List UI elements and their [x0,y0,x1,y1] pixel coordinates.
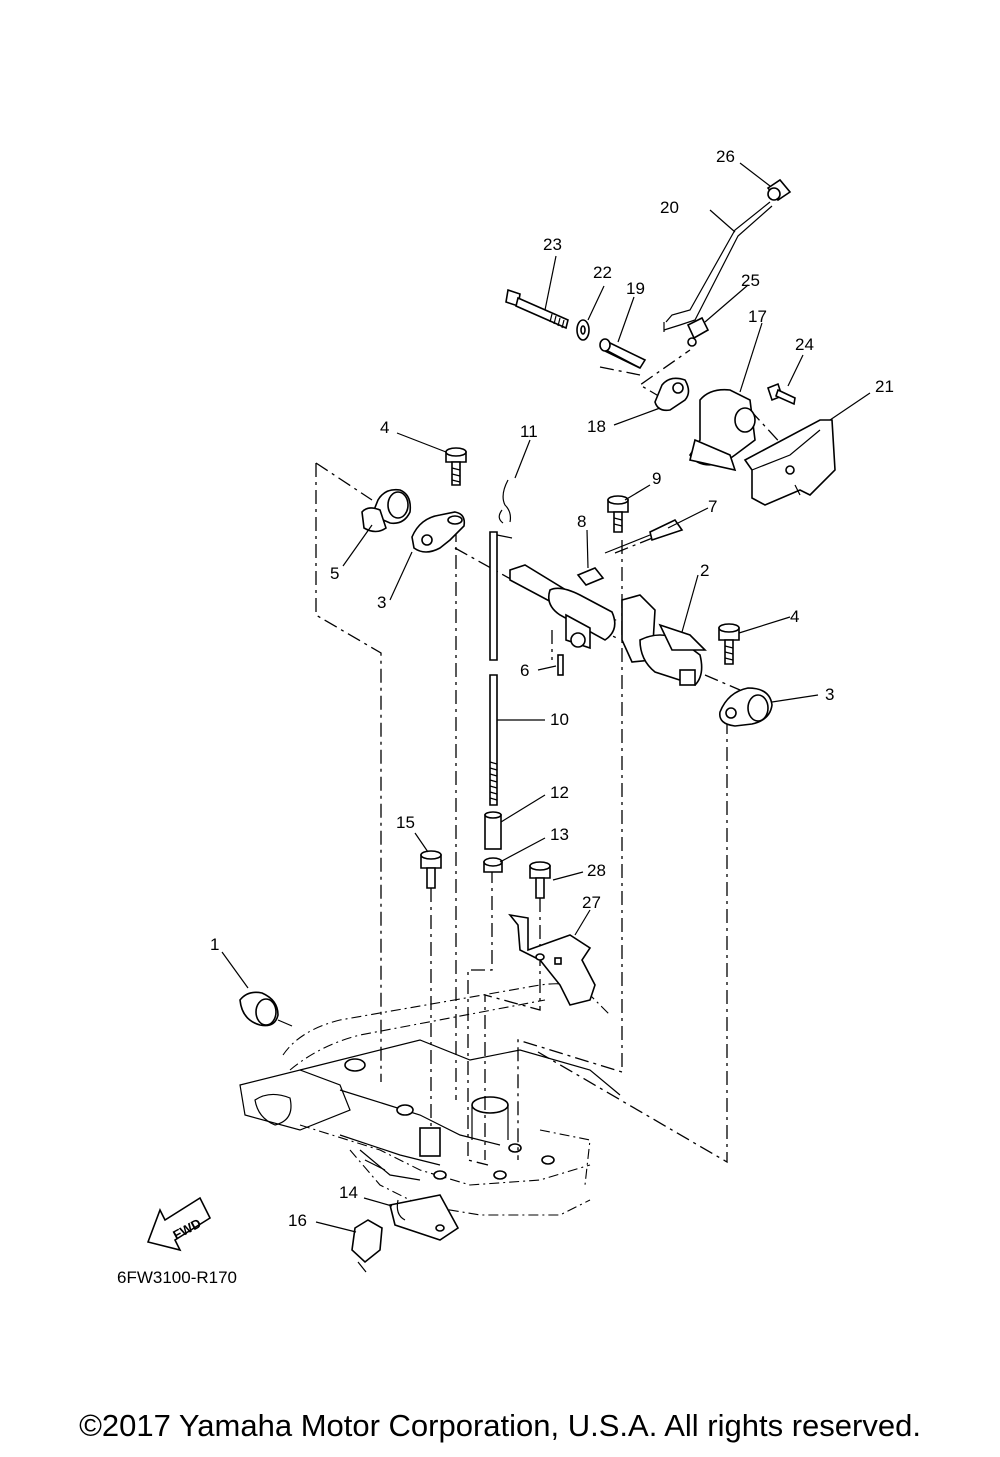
callout-22: 22 [593,263,612,282]
part-bracket-14 [389,1194,460,1241]
part-arm-20 [663,201,773,332]
callout-14: 14 [339,1183,358,1202]
part-collar-19 [599,338,647,370]
callout-25: 25 [741,271,760,290]
part-rod-10 [489,531,513,806]
callout-labels: 1 2 3 3 4 4 5 6 7 8 9 10 11 12 13 14 15 … [210,147,894,1230]
callout-17: 17 [748,307,767,326]
part-grommet-1 [239,991,293,1027]
callout-20: 20 [660,198,679,217]
callout-12: 12 [550,783,569,802]
part-clamp-16 [351,1219,383,1273]
callout-4-lower: 4 [790,607,799,626]
callout-26: 26 [716,147,735,166]
callout-19: 19 [626,279,645,298]
figure-code: 6FW3100-R170 [117,1268,237,1287]
part-bolt-4-upper [445,447,467,486]
part-nut-13 [483,857,503,873]
part-clip-11 [498,479,512,524]
callout-27: 27 [582,893,601,912]
part-cap-26 [766,178,792,202]
part-bolt-4-lower [718,623,740,665]
bottom-cowling-phantom [239,983,621,1216]
part-bracket-27 [508,913,596,1006]
callout-1: 1 [210,935,219,954]
part-bracket-21 [743,419,836,506]
callout-5: 5 [330,564,339,583]
part-bolt-15 [420,850,442,889]
part-link-18 [654,377,690,412]
callout-24: 24 [795,335,814,354]
part-lever-17 [689,388,756,472]
callout-3-upper: 3 [377,593,386,612]
callout-11: 11 [520,422,538,441]
part-bolt-24 [767,382,796,406]
callout-6: 6 [520,661,529,680]
part-bolt-9 [607,495,629,533]
callout-15: 15 [396,813,415,832]
callout-28: 28 [587,861,606,880]
assembly-lines [315,349,786,1166]
callout-9: 9 [652,469,661,488]
part-bolt-23 [505,288,569,330]
part-spacer-12 [484,811,502,850]
callout-10: 10 [550,710,569,729]
part-bolt-28 [529,861,551,899]
callout-7: 7 [708,497,717,516]
callout-4-upper: 4 [380,418,389,437]
part-clip-8 [576,567,605,586]
part-washer-22 [576,319,590,341]
callout-13: 13 [550,825,569,844]
part-bracket-3-upper [411,511,466,553]
copyright-notice: ©2017 Yamaha Motor Corporation, U.S.A. A… [79,1408,921,1443]
part-clip-25 [686,316,710,347]
callout-18: 18 [587,417,606,436]
part-pin-6 [557,654,564,676]
part-shift-shaft-2 [509,564,707,686]
callout-3-lower: 3 [825,685,834,704]
callout-21: 21 [875,377,894,396]
part-bracket-3-lower [718,687,773,727]
callout-2: 2 [700,561,709,580]
callout-leaders [221,162,871,1233]
fwd-arrow: FWD [146,1196,212,1252]
callout-8: 8 [577,512,586,531]
callout-23: 23 [543,235,562,254]
part-bushing-5 [361,488,412,533]
callout-16: 16 [288,1211,307,1230]
